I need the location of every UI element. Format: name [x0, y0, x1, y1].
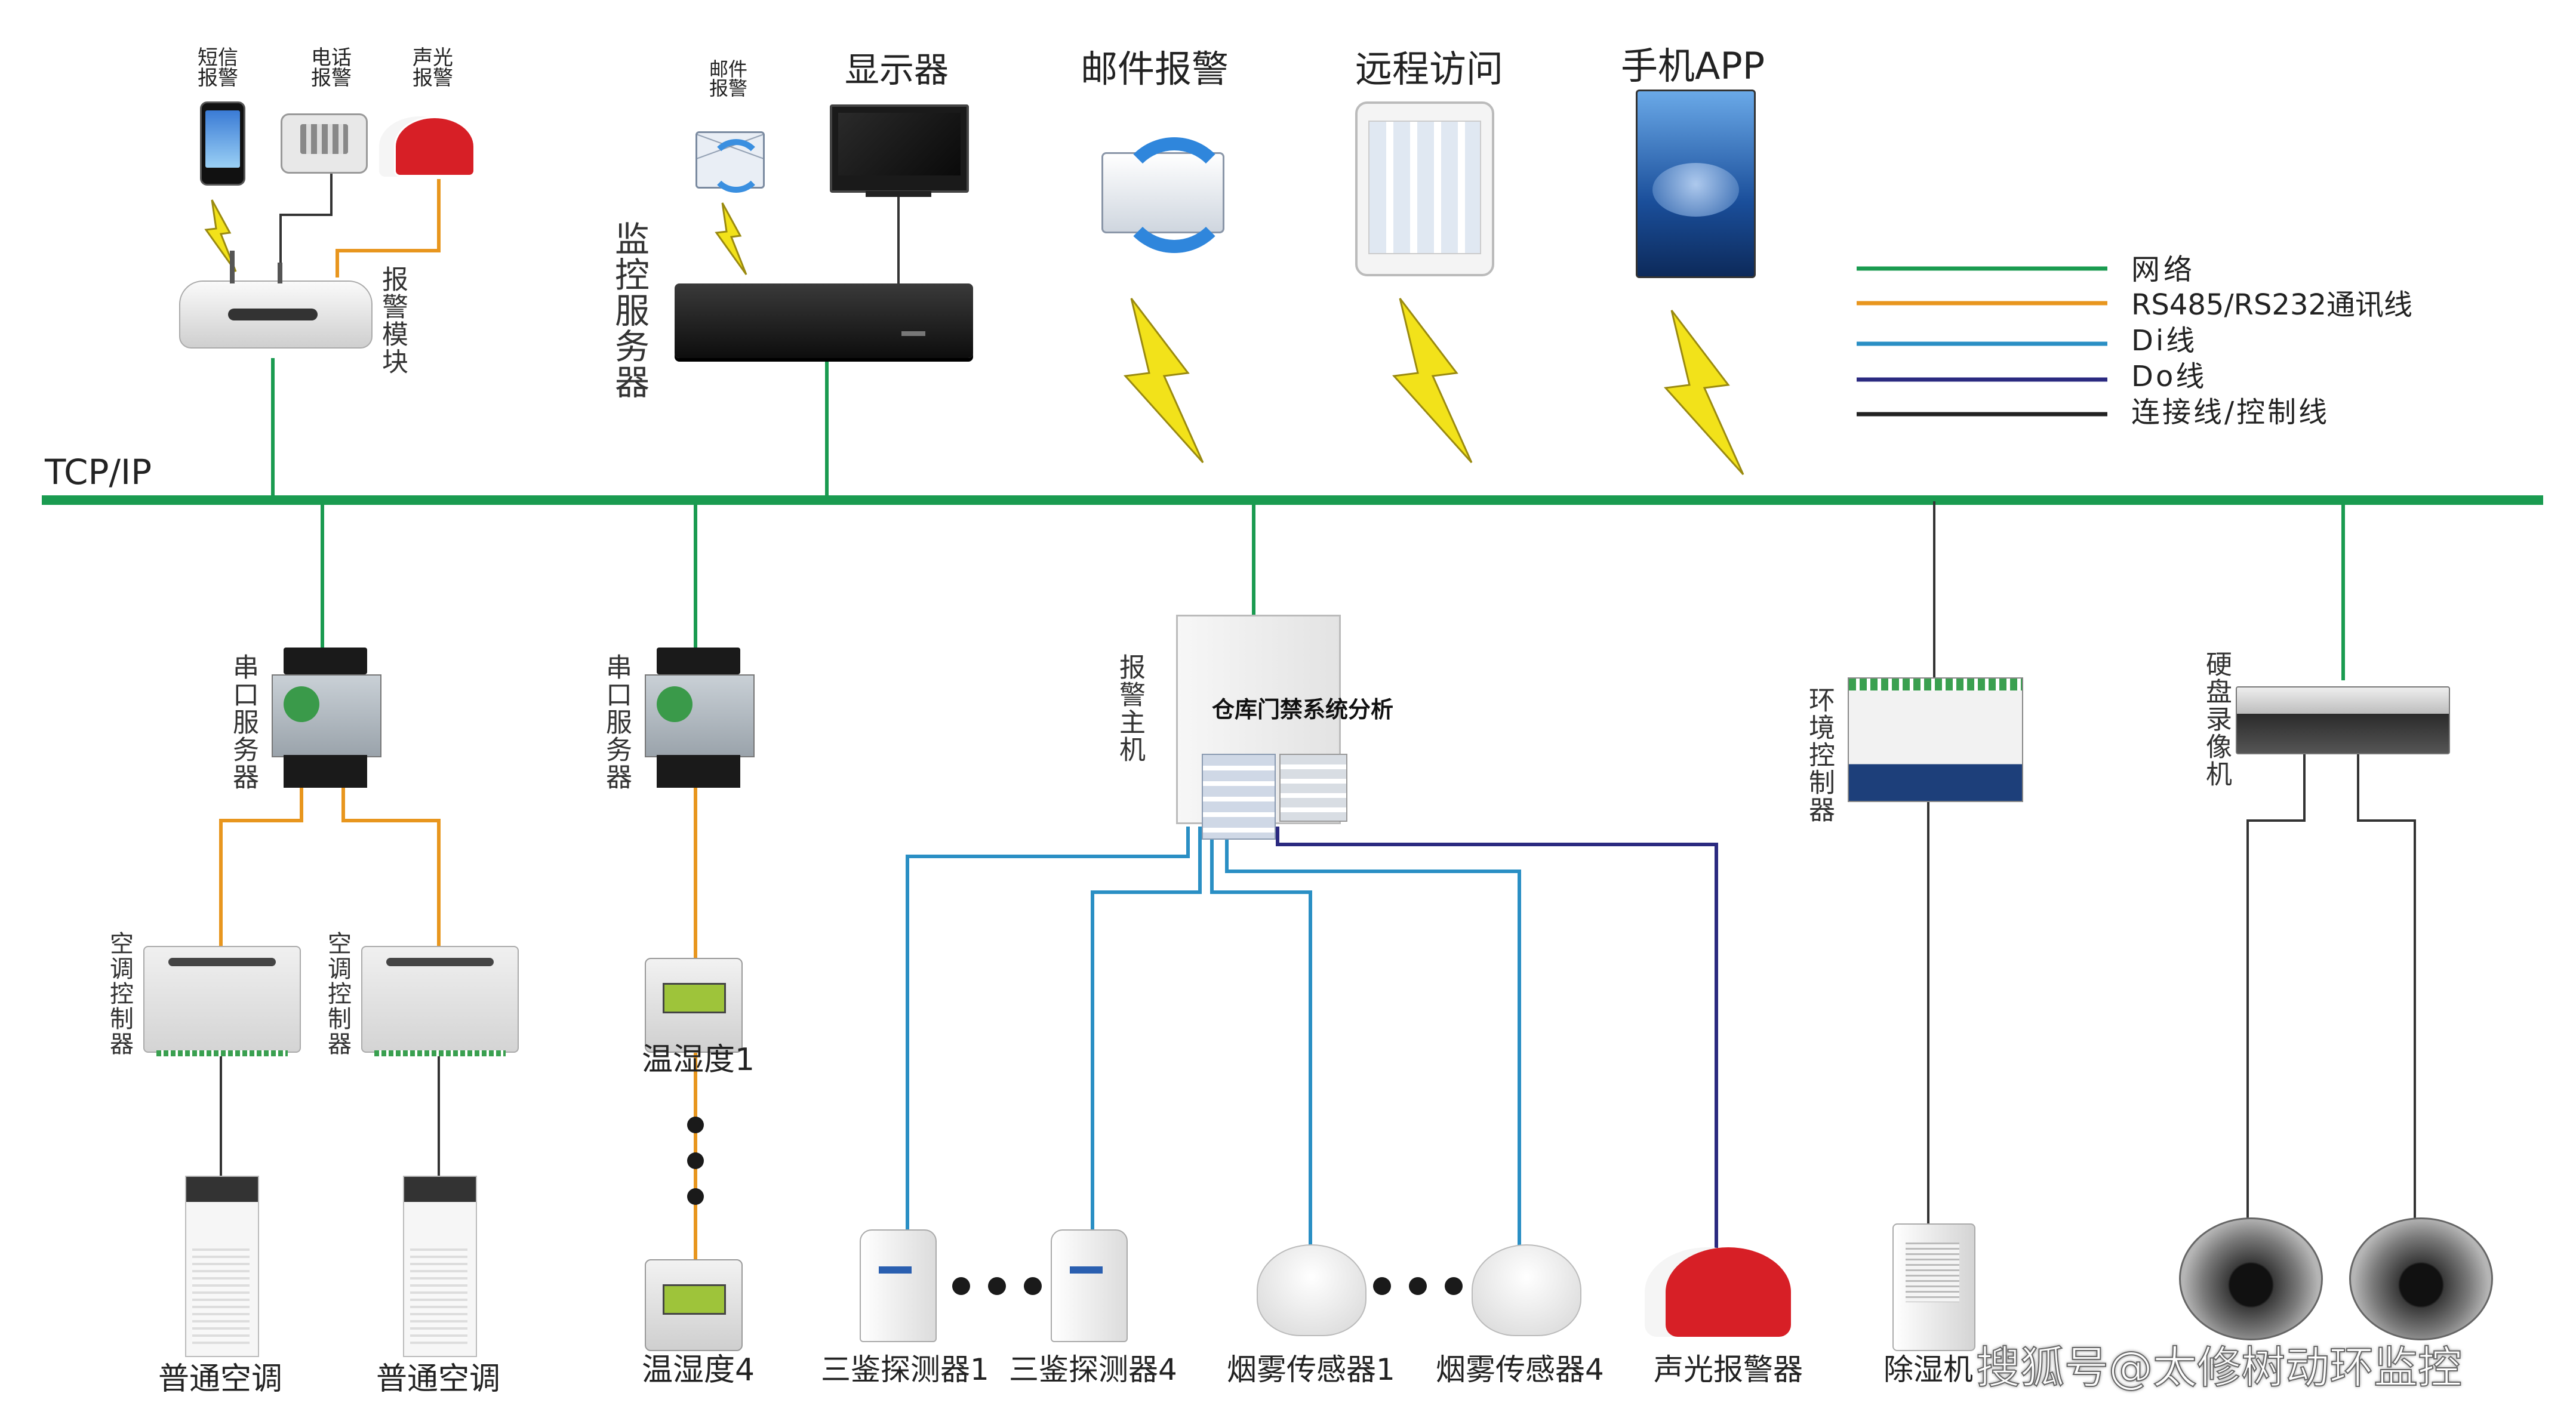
- mobile-phone-icon: [200, 101, 245, 186]
- mobile-app-label: 手机APP: [1621, 44, 1765, 88]
- dehumidifier-label: 除湿机: [1883, 1352, 1973, 1387]
- smoke-sensor-1: [1257, 1244, 1367, 1336]
- air-conditioner-2: [403, 1176, 477, 1357]
- alarm-module-label: 报警模块: [377, 266, 408, 375]
- ac-1-label: 普通空调: [158, 1361, 283, 1397]
- legend-lines: [1857, 266, 2107, 417]
- tcpip-label: TCP/IP: [45, 452, 152, 492]
- network-lines: [271, 358, 2345, 680]
- th-4-label: 温湿度4: [642, 1352, 755, 1388]
- serial-server-2-label: 串口服务器: [601, 653, 632, 791]
- pir-1-label: 三鉴探测器1: [821, 1352, 989, 1387]
- temp-humidity-sensor-4: [645, 1259, 743, 1351]
- pir-detector-1: [860, 1229, 937, 1342]
- tablet-icon: [1355, 101, 1494, 276]
- monitor-server-label: 监控服务器: [609, 221, 650, 400]
- siren-icon: [394, 116, 475, 177]
- do-line: [1276, 827, 1718, 1253]
- pir-4-label: 三鉴探测器4: [1009, 1352, 1177, 1387]
- di-lines: [906, 827, 1521, 1253]
- desk-phone-icon: [281, 113, 368, 174]
- sound-light-alarm-label: 声光报警: [413, 46, 453, 90]
- serial-server-1: [272, 648, 381, 791]
- email-alarm-small-label: 邮件报警: [709, 58, 747, 100]
- control-lines: [220, 167, 2416, 1223]
- display-label: 显示器: [845, 50, 949, 90]
- th-1-label: 温湿度1: [642, 1042, 755, 1078]
- serial-server-1-label: 串口服务器: [228, 653, 258, 791]
- smoke-sensor-4: [1472, 1244, 1581, 1336]
- remote-access-label: 远程访问: [1355, 47, 1504, 91]
- siren-label: 声光报警器: [1654, 1352, 1803, 1387]
- alarm-host-box: [1176, 615, 1347, 840]
- ac-controller-2-label: 空调控制器: [324, 931, 351, 1056]
- sms-alarm-label: 短信报警: [198, 46, 238, 90]
- ac-controller-1: [143, 946, 301, 1056]
- phone-alarm-label: 电话报警: [311, 46, 352, 90]
- display-monitor-icon: [830, 104, 969, 193]
- legend-do-label: Do线: [2131, 360, 2207, 393]
- smoke-4-label: 烟雾传感器4: [1436, 1352, 1604, 1387]
- overlay-title: 仓库门禁系统分析: [1212, 696, 1394, 723]
- alarm-module-router: [179, 280, 373, 349]
- alarm-host-label: 报警主机: [1115, 653, 1145, 763]
- lightning-icons: [204, 199, 1744, 476]
- ellipsis-dots: [687, 1117, 1463, 1295]
- ac-controller-2: [361, 946, 519, 1056]
- legend-network-label: 网络: [2131, 253, 2196, 286]
- siren-alarm: [1666, 1247, 1791, 1337]
- dome-camera-1: [2179, 1217, 2323, 1340]
- monitor-server-box: [675, 283, 973, 358]
- dome-camera-2: [2349, 1217, 2493, 1340]
- smoke-1-label: 烟雾传感器1: [1227, 1352, 1395, 1387]
- ac-controller-1-label: 空调控制器: [106, 931, 133, 1056]
- email-icon: [695, 131, 765, 193]
- air-conditioner-1: [185, 1176, 259, 1357]
- temp-humidity-sensor-1: [645, 958, 743, 1053]
- ac-2-label: 普通空调: [376, 1361, 501, 1397]
- legend-control-label: 连接线/控制线: [2131, 396, 2330, 429]
- email-alarm-icon: [1095, 131, 1232, 253]
- monitor-stand: [866, 191, 931, 197]
- legend-di-label: Di线: [2131, 324, 2198, 357]
- mobile-app-screen: [1636, 90, 1756, 278]
- watermark: 搜狐号@太修树动环监控: [1975, 1342, 2463, 1393]
- env-controller-label: 环境控制器: [1804, 686, 1835, 824]
- pir-detector-4: [1051, 1229, 1128, 1342]
- env-controller-box: [1848, 677, 2023, 802]
- dvr-box: [2236, 686, 2450, 754]
- serial-server-2: [645, 648, 755, 791]
- dvr-label: 硬盘录像机: [2201, 650, 2232, 788]
- dehumidifier: [1892, 1223, 1975, 1351]
- router-antenna: [230, 251, 235, 283]
- legend-rs485-label: RS485/RS232通讯线: [2131, 288, 2413, 322]
- router-antenna: [278, 263, 282, 283]
- email-alarm-label: 邮件报警: [1081, 47, 1229, 91]
